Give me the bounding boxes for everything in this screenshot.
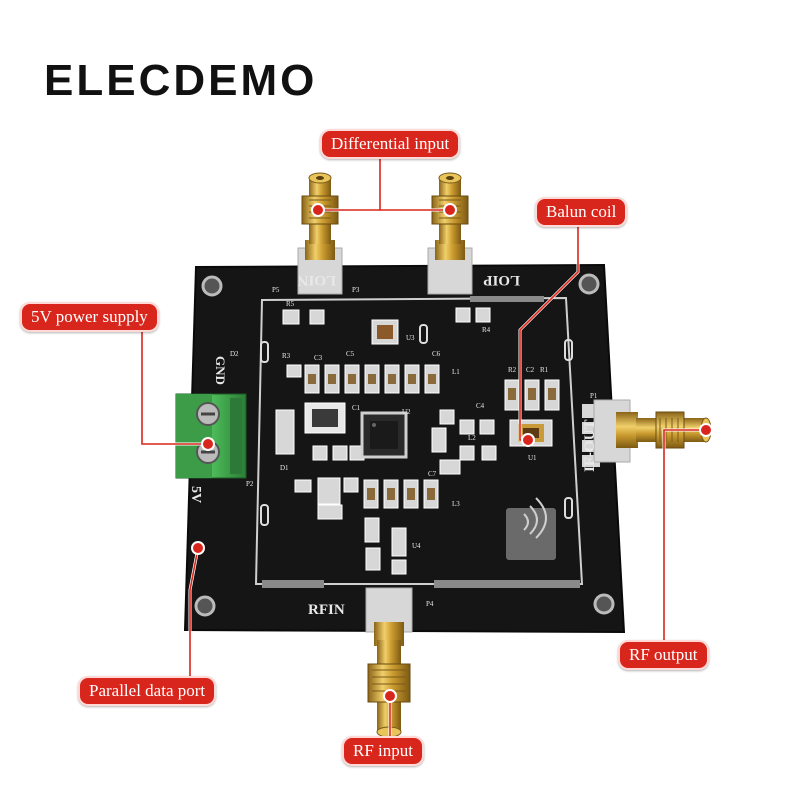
silk-r1: R1 [540, 366, 549, 374]
silk-r3: R3 [282, 352, 291, 360]
silk-u4: U4 [412, 542, 421, 550]
callout-balun-coil: Balun coil [535, 197, 628, 227]
silk-5v: 5V [188, 486, 203, 503]
silk-p5: P5 [272, 286, 280, 294]
silk-r4: R4 [482, 326, 491, 334]
silk-d1: D1 [280, 464, 289, 472]
silk-loin: LOIN [297, 272, 336, 288]
silk-p1: P1 [590, 392, 598, 400]
silk-c1: C1 [352, 404, 361, 412]
gnd-strip [262, 580, 324, 588]
callout-differential-input: Differential input [320, 129, 461, 159]
silk-l3: L3 [452, 500, 460, 508]
silk-u3: U3 [406, 334, 415, 342]
callout-rf-output: RF output [618, 640, 709, 670]
sma-connector-rfin [365, 587, 413, 738]
gnd-strip [434, 580, 580, 588]
silk-u1: U1 [528, 454, 537, 462]
power-terminal-block [175, 393, 247, 479]
silk-r5: R5 [286, 300, 295, 308]
silk-c2: C2 [526, 366, 535, 374]
silk-c3: C3 [314, 354, 323, 362]
brand-logo-text: ELECDEMO [44, 56, 318, 105]
sma-connector-loip [427, 172, 473, 295]
silk-r2: R2 [508, 366, 517, 374]
sma-connector-loin [297, 172, 343, 295]
silk-u2: U2 [402, 408, 411, 416]
silk-p4: P4 [426, 600, 434, 608]
silk-rfin: RFIN [308, 602, 345, 618]
silk-l2: L2 [468, 434, 476, 442]
silk-p2: P2 [246, 480, 254, 488]
silk-c5: C5 [346, 350, 355, 358]
silk-d2: D2 [230, 350, 239, 358]
gnd-strip [470, 296, 544, 302]
silk-if-out: IF-OUT [582, 420, 598, 473]
silk-c7: C7 [428, 470, 437, 478]
callout-power-supply: 5V power supply [20, 302, 159, 332]
silk-l1: L1 [452, 368, 460, 376]
callout-dots [191, 203, 713, 703]
main-ic [360, 411, 408, 459]
callout-parallel-data-port: Parallel data port [78, 676, 217, 706]
callout-rf-input: RF input [342, 736, 424, 766]
silk-p3: P3 [352, 286, 360, 294]
silk-c6: C6 [432, 350, 441, 358]
pcb-outline [254, 296, 584, 585]
silk-gnd: GND [213, 356, 228, 385]
mounting-holes [194, 273, 615, 617]
silk-c4: C4 [476, 402, 485, 410]
silk-loip: LOIP [483, 272, 520, 288]
